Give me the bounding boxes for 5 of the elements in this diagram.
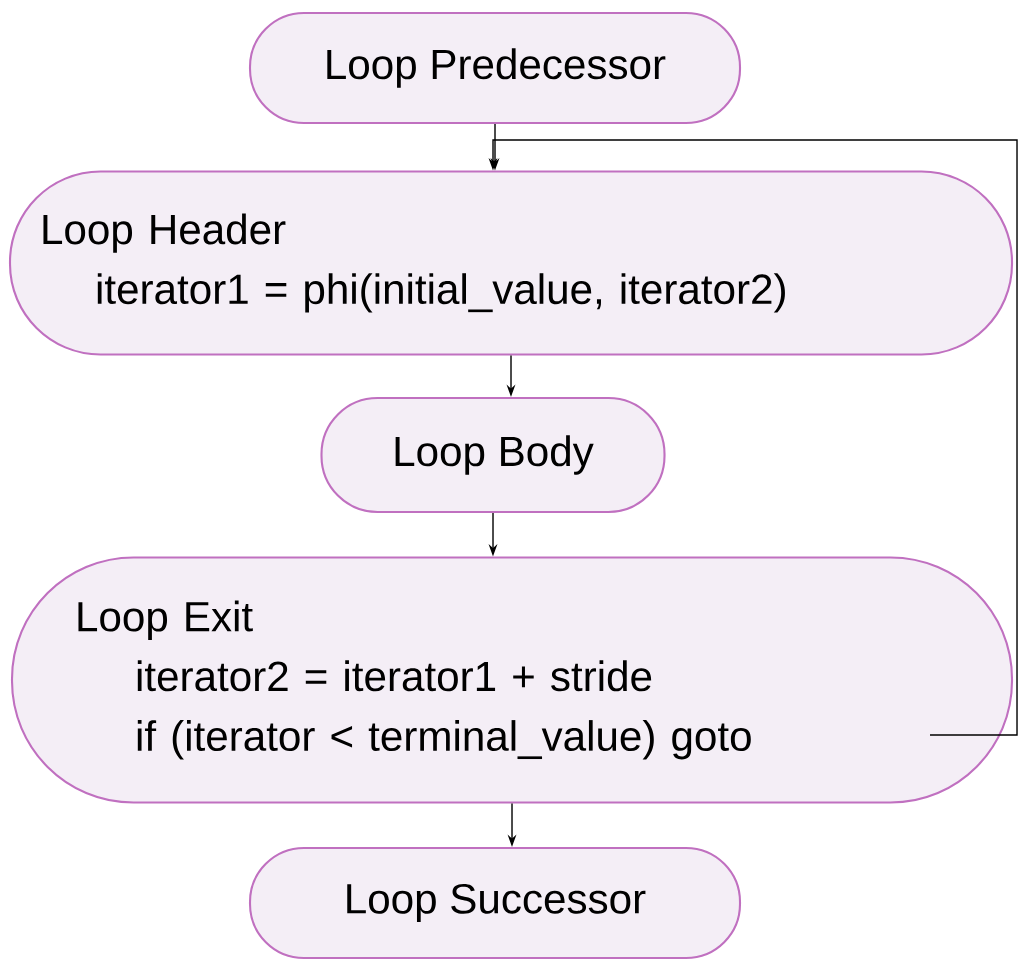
rounded-box: Loop Successor xyxy=(248,846,742,960)
rounded-box: Loop Predecessor xyxy=(248,11,742,125)
rounded-box: Loop Header iterator1 = phi(initial_value, iterator2) xyxy=(8,170,1014,356)
rounded-box: Loop Body xyxy=(320,396,666,514)
rounded-box: Loop Exit iterator2 = iterator1 + stride if (iterator < terminal_value) goto xyxy=(10,556,1014,804)
